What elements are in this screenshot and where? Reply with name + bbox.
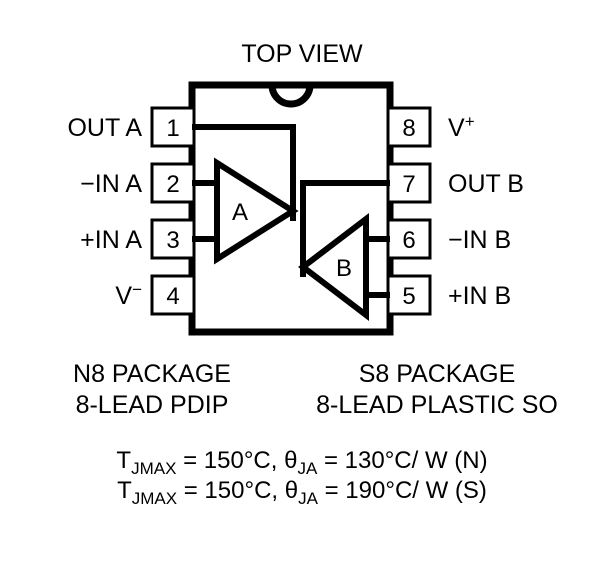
thermal-tj-value-n: = 150°C, bbox=[176, 447, 284, 474]
pin-number-2: 2 bbox=[166, 171, 179, 198]
pin-box-3 bbox=[150, 218, 196, 260]
thermal-theta-subscript-s: JA bbox=[298, 489, 319, 508]
pin-left-2: 2 −IN A bbox=[80, 162, 196, 204]
diagram-title: TOP VIEW bbox=[241, 40, 363, 68]
pin-number-8: 8 bbox=[402, 115, 415, 142]
pin-number-4: 4 bbox=[166, 283, 179, 310]
package-desc-n8: 8-LEAD PDIP bbox=[76, 391, 229, 419]
package-body-outline bbox=[188, 81, 394, 336]
pin-label-8: V+ bbox=[448, 112, 475, 142]
pin-label-8-superscript: + bbox=[465, 112, 475, 131]
pin-label-6: −IN B bbox=[448, 226, 511, 254]
pin-right-5: 5 +IN B bbox=[386, 274, 511, 316]
pin-box-1 bbox=[150, 106, 196, 148]
pin-label-4-text: V bbox=[115, 282, 132, 310]
amp-a-label: A bbox=[232, 199, 248, 226]
package-name-s8: S8 PACKAGE bbox=[359, 360, 516, 388]
pin-left-3: 3 +IN A bbox=[80, 218, 196, 260]
pin-number-7: 7 bbox=[402, 171, 415, 198]
pin-left-4: 4 V− bbox=[115, 274, 196, 316]
pin-box-5 bbox=[386, 274, 432, 316]
thermal-theta-value-s: = 190°C/ W (S) bbox=[318, 477, 487, 504]
thermal-tj-symbol-n: T bbox=[116, 447, 131, 474]
pin-number-1: 1 bbox=[166, 115, 179, 142]
amp-b-feedback-trace bbox=[300, 180, 390, 277]
thermal-theta-symbol-s: θ bbox=[285, 477, 298, 504]
thermal-theta-subscript-n: JA bbox=[297, 459, 318, 478]
pin-label-4: V− bbox=[115, 280, 142, 310]
pin-number-3: 3 bbox=[166, 227, 179, 254]
thermal-tj-subscript-n: JMAX bbox=[131, 459, 176, 478]
pin-right-7: 7 OUT B bbox=[386, 162, 524, 204]
pin-label-4-superscript: − bbox=[132, 280, 142, 299]
thermal-theta-symbol-n: θ bbox=[284, 447, 297, 474]
pin-label-1: OUT A bbox=[67, 114, 142, 142]
pin-label-3: +IN A bbox=[80, 226, 142, 254]
pin-label-7: OUT B bbox=[448, 170, 524, 198]
amp-a-feedback-trace bbox=[192, 124, 296, 221]
pin-label-5: +IN B bbox=[448, 282, 511, 310]
package-desc-s8: 8-LEAD PLASTIC SO bbox=[316, 391, 558, 419]
thermal-theta-value-n: = 130°C/ W (N) bbox=[317, 447, 487, 474]
amp-a-triangle-icon bbox=[214, 157, 299, 265]
pin-label-2: −IN A bbox=[80, 170, 142, 198]
thermal-tj-symbol-s: T bbox=[117, 477, 132, 504]
pin-left-1: 1 OUT A bbox=[67, 106, 196, 148]
pin-label-8-text: V bbox=[448, 114, 465, 142]
pin-box-8 bbox=[386, 106, 432, 148]
thermal-spec-line-s: TJMAX = 150°C, θJA = 190°C/ W (S) bbox=[117, 477, 487, 508]
pin-right-8: 8 V+ bbox=[386, 106, 475, 148]
pin-number-5: 5 bbox=[402, 283, 415, 310]
package-name-n8: N8 PACKAGE bbox=[73, 360, 231, 388]
pin-number-6: 6 bbox=[402, 227, 415, 254]
pin-box-6 bbox=[386, 218, 432, 260]
thermal-spec-line-n: TJMAX = 150°C, θJA = 130°C/ W (N) bbox=[116, 447, 487, 478]
amp-b-triangle-icon bbox=[298, 212, 369, 322]
amp-b-label: B bbox=[336, 255, 352, 282]
thermal-tj-subscript-s: JMAX bbox=[132, 489, 177, 508]
thermal-tj-value-s: = 150°C, bbox=[177, 477, 285, 504]
pin-box-4 bbox=[150, 274, 196, 316]
pin-right-6: 6 −IN B bbox=[386, 218, 511, 260]
orientation-notch-icon bbox=[268, 84, 314, 108]
